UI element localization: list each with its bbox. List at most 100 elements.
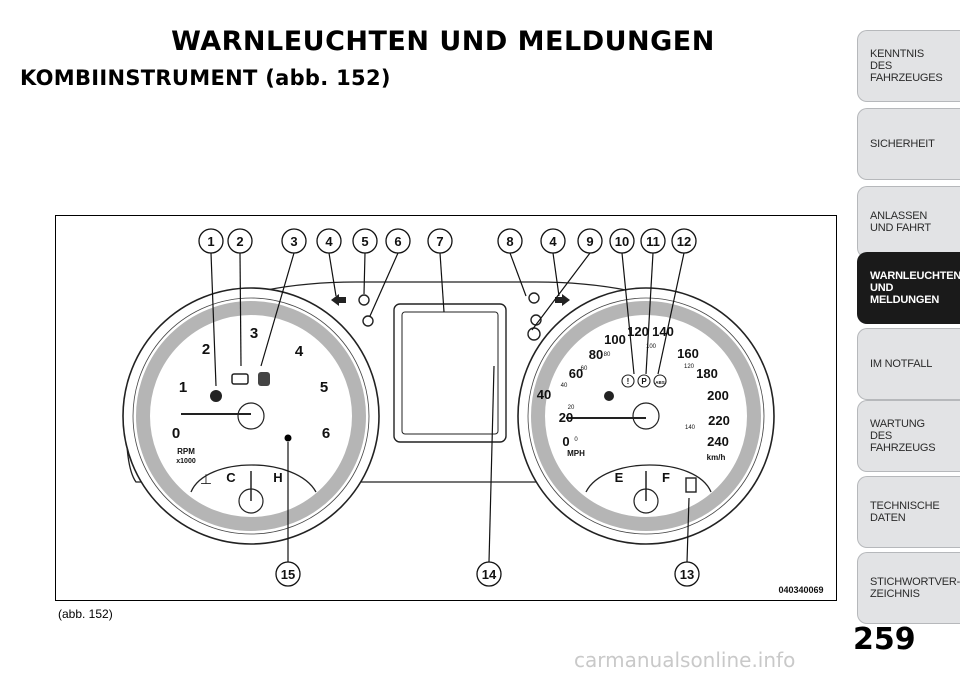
callout-leader-line [488, 365, 495, 563]
callout-bubble [497, 228, 523, 254]
callout-bubble [476, 561, 502, 587]
speedo-mph-label: 20 [568, 405, 575, 411]
tach-tick-label: 3 [250, 325, 258, 342]
speedo-mph-label: 100 [646, 344, 657, 350]
callout-number: 15 [281, 567, 295, 582]
page-title: WARNLEUCHTEN UND MELDUNGEN [171, 26, 715, 57]
callout-bubble [674, 561, 700, 587]
abs-warning-icon [653, 374, 667, 388]
page-number: 259 [853, 622, 916, 657]
left-turn-signal-icon [331, 294, 346, 306]
callout-leader-line [657, 252, 685, 375]
tab-sicherheit[interactable]: SICHERHEIT [857, 108, 960, 180]
callout-number: 14 [482, 567, 497, 582]
callout-bubble [577, 228, 603, 254]
tach-multiplier-label: x1000 [176, 458, 196, 465]
parking-brake-icon-label: P [641, 377, 647, 386]
speedometer-scale-ring [531, 301, 761, 531]
callout-leader-line [645, 252, 654, 375]
center-display-screen [401, 311, 499, 435]
callout-number: 8 [506, 234, 513, 249]
callout-leader-line [621, 252, 635, 375]
figure-image-code: 040340069 [778, 585, 823, 595]
callout-bubble [316, 228, 342, 254]
speedo-kmh-label: 120 [627, 324, 649, 339]
speedo-kmh-label: 20 [559, 410, 573, 425]
callout-number: 5 [361, 234, 368, 249]
fuel-gauge-hood [585, 464, 712, 493]
abs-warning-icon-label: ABS [655, 380, 665, 385]
tab-kenntnis[interactable]: KENNTNIS DES FAHRZEUGES [857, 30, 960, 102]
callout-number: 9 [586, 234, 593, 249]
tach-tick-label: 6 [322, 425, 330, 442]
front-fog-icon [362, 315, 374, 327]
callout-bubble [198, 228, 224, 254]
temp-hot-label: H [273, 470, 282, 485]
warning-dot-icon [284, 434, 292, 442]
callout-number: 2 [236, 234, 243, 249]
callout-number: 13 [680, 567, 694, 582]
callout-bubble [640, 228, 666, 254]
speedo-mph-label: 40 [561, 383, 568, 389]
callout-bubble [275, 561, 301, 587]
temp-gauge-icon: ⊥ [200, 471, 212, 487]
tachometer-hub [237, 402, 265, 430]
tachometer-inner-ring [132, 297, 370, 535]
tab-warnleuchten[interactable]: WARNLEUCHTEN UND MELDUNGEN [857, 252, 960, 324]
callout-number: 1 [207, 234, 214, 249]
brake-warning-icon-label: ! [627, 377, 630, 386]
callout-number: 4 [549, 234, 557, 249]
speedo-kmh-label: 40 [537, 387, 551, 402]
fuel-pump-icon [685, 477, 697, 493]
tab-technische-daten[interactable]: TECHNISCHE DATEN [857, 476, 960, 548]
callout-number: 3 [290, 234, 297, 249]
speedo-kmh-label: 160 [677, 346, 699, 361]
speedo-kmh-label: 220 [708, 413, 730, 428]
callout-leader-line [439, 252, 445, 313]
callout-number: 7 [436, 234, 443, 249]
speedo-kmh-label: 80 [589, 347, 603, 362]
cruise-control-icon [527, 327, 541, 341]
high-beam-icon [358, 294, 370, 306]
speedo-mph-label: 0 [574, 437, 578, 443]
callout-bubble [609, 228, 635, 254]
callout-number: 4 [325, 234, 333, 249]
callout-number: 10 [615, 234, 629, 249]
callout-bubble [227, 228, 253, 254]
stability-control-icon [258, 372, 270, 386]
speedo-kmh-label: 200 [707, 388, 729, 403]
callout-bubble [385, 228, 411, 254]
speedometer-inner-ring [527, 297, 765, 535]
tachometer-scale-ring [136, 301, 366, 531]
engine-check-icon [231, 373, 249, 385]
tach-tick-label: 1 [179, 379, 187, 396]
tab-anlassen[interactable]: ANLASSEN UND FAHRT [857, 186, 960, 258]
callout-bubble [427, 228, 453, 254]
callout-leader-line [363, 252, 366, 295]
callout-leader-line [260, 252, 295, 367]
callout-leader-line [552, 252, 560, 297]
fuel-empty-label: E [615, 470, 624, 485]
site-watermark: carmanualsonline.info [574, 648, 796, 672]
seatbelt-reminder-icon [604, 391, 614, 401]
tach-tick-label: 5 [320, 379, 328, 396]
tach-tick-label: 0 [172, 425, 180, 442]
callout-bubble [281, 228, 307, 254]
tab-stichwortverzeichnis[interactable]: STICHWORTVER- ZEICHNIS [857, 552, 960, 624]
tab-im-notfall[interactable]: IM NOTFALL [857, 328, 960, 400]
speedo-mph-unit: MPH [567, 449, 585, 458]
callout-bubble [352, 228, 378, 254]
speedo-kmh-label: 240 [707, 434, 729, 449]
speedo-kmh-unit: km/h [707, 453, 726, 462]
speedo-kmh-label: 60 [569, 366, 583, 381]
callout-number: 12 [677, 234, 691, 249]
callout-leader-line [531, 252, 591, 331]
speedo-kmh-label: 0 [562, 434, 569, 449]
figure-caption: (abb. 152) [58, 607, 113, 621]
tab-wartung[interactable]: WARTUNG DES FAHRZEUGS [857, 400, 960, 472]
callout-bubble [540, 228, 566, 254]
callout-leader-line [509, 252, 527, 297]
airbag-warning-icon [210, 390, 222, 402]
brake-warning-icon [621, 374, 635, 388]
